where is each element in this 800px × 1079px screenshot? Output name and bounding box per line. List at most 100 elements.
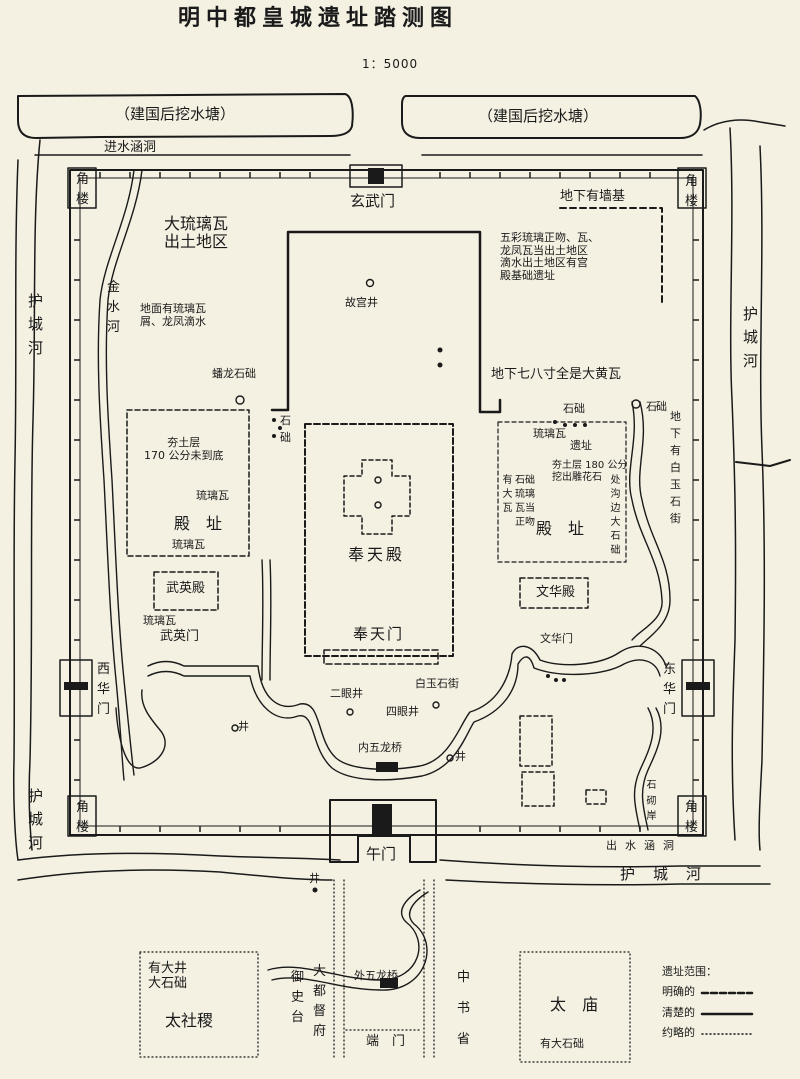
stone-label: 石	[646, 400, 657, 413]
wenhua-gate-label: 文华门	[540, 632, 573, 645]
stone-circle-right	[631, 399, 641, 409]
stone-dot-8	[546, 674, 550, 678]
map-title: 明中都皇城遗址踏测图	[178, 6, 459, 31]
well-bridge-label: 井	[455, 750, 466, 763]
two-eye-well-label: 二眼井	[330, 687, 363, 700]
military-office-label: 大都督府	[312, 964, 326, 1040]
censorate-label: 御史台	[290, 970, 304, 1026]
glazed-tile-wuying: 琉璃瓦	[143, 614, 176, 627]
palace-well-label: 故宫井	[345, 296, 378, 309]
golden-river-left	[97, 169, 143, 781]
glazed-tile-right: 琉璃瓦	[533, 427, 566, 440]
west-stream	[261, 559, 272, 681]
four-eye-well-circle	[432, 701, 440, 709]
base-label: 础	[656, 400, 667, 413]
left-palace-site	[126, 409, 250, 557]
stone-dot-3	[272, 434, 276, 438]
wall-ticks	[74, 172, 699, 832]
wu-gate-shape	[329, 799, 437, 863]
fengtian-gate-label: 奉天门	[353, 625, 405, 643]
moat-left	[12, 139, 41, 861]
pond-left	[17, 93, 354, 139]
corner-tower-nw-label: 角楼	[75, 172, 89, 208]
four-eye-well-label: 四眼井	[386, 705, 419, 718]
left-palace-site-label: 殿 址	[174, 514, 223, 533]
pond-right-label: （建国后挖水塘）	[478, 107, 599, 125]
big-well-label: 有大井 大石础	[148, 961, 188, 991]
pond-right	[401, 95, 702, 139]
south-road-right	[423, 879, 435, 1061]
fengtian-hall-label: 奉天殿	[348, 545, 406, 564]
well-dot-palace	[437, 347, 443, 353]
corner-tower-nw	[67, 167, 97, 209]
fengtian-inner-circle-1	[374, 476, 382, 484]
xuanwu-gate-bars	[368, 168, 384, 184]
inner-river	[147, 645, 667, 770]
outer-bridge-bars	[380, 978, 398, 988]
white-jade-street-label: 白玉石街	[415, 677, 459, 690]
legend-distinct: 清楚的	[662, 1006, 695, 1019]
moat-right-label: 护城河	[743, 305, 759, 370]
river-bend-left	[115, 689, 166, 769]
golden-river-label: 金水河	[106, 280, 120, 336]
east-hua-gate-shape	[681, 659, 715, 717]
corner-tower-ne-label: 角楼	[684, 174, 698, 210]
stone-base-right-label: 石础	[563, 402, 585, 415]
moat-bottom-label: 护城河	[620, 865, 720, 883]
white-jade-underground-label: 地下有白玉石街	[670, 410, 681, 526]
stone-base-dots-left	[272, 418, 276, 422]
stone-dot-5	[563, 423, 567, 427]
yellow-tiles-label: 地下七八寸全是大黄瓦	[491, 367, 622, 382]
coiled-dragon-circle	[235, 395, 245, 405]
well-circle-sw	[231, 724, 239, 732]
stone-dot-10	[562, 678, 566, 682]
well-south-label: 井	[309, 872, 320, 885]
corner-tower-se-label: 角楼	[684, 800, 698, 836]
west-gate-bars	[64, 682, 88, 690]
right-site-label: 遗址	[570, 439, 592, 452]
right-river	[629, 401, 671, 831]
xuanwu-gate-label: 玄武门	[350, 192, 396, 210]
outer-bridge-label: 外五龙桥	[354, 969, 398, 982]
pond-left-label: （建国后挖水塘）	[115, 105, 236, 123]
corner-tower-sw-label: 角楼	[75, 800, 89, 836]
well-circle-bridge	[446, 754, 454, 762]
wuying-gate-label: 武英门	[160, 629, 200, 644]
rammed-right-label: 夯土层 180 公分 挖出雕花石	[552, 460, 628, 483]
xuanwu-gate-shape	[349, 164, 403, 188]
corner-tower-ne	[677, 167, 707, 209]
right-palace-site-label: 殿 址	[536, 519, 585, 538]
glazed-tile-left-2: 琉璃瓦	[172, 538, 205, 551]
small-site-3	[585, 789, 607, 805]
wu-gate-label: 午门	[366, 845, 397, 863]
corner-tower-sw	[67, 795, 97, 837]
ground-glazed-label: 地面有琉璃瓦 屑、龙凤滴水	[140, 302, 206, 328]
wenhua-hall-outline	[519, 577, 589, 609]
wuying-hall-label: 武英殿	[166, 581, 206, 596]
moat-right	[703, 119, 786, 851]
underground-wall-line	[559, 207, 663, 306]
legend-title: 遗址范围：	[662, 965, 717, 978]
fengtian-inner-circle-2	[374, 501, 382, 509]
east-gate-bars	[686, 682, 710, 690]
right-glazed-col1: 有大瓦	[502, 475, 513, 514]
duan-gate-label: 端 门	[366, 1034, 406, 1049]
east-hua-gate-label: 东华门	[662, 662, 676, 718]
well-sw-label: 井	[238, 720, 249, 733]
stone-dot-2	[278, 426, 282, 430]
well-dot-south	[312, 887, 318, 893]
altar-label: 太社稷	[165, 1011, 214, 1030]
secretariat-label: 中书省	[456, 970, 470, 1048]
moat-right-branch	[735, 459, 791, 467]
legend-approx: 约略的	[662, 1026, 695, 1039]
two-eye-well-circle	[346, 708, 354, 716]
fengtian-gate-outline	[323, 649, 439, 665]
outlet-label: 出水涵洞	[606, 839, 682, 852]
temple-label: 太 庙	[550, 995, 599, 1014]
moat-left-lower-label: 护城河	[28, 787, 44, 852]
glazed-area-label: 大琉璃瓦 出土地区	[164, 214, 229, 252]
wu-gate-bars	[372, 804, 392, 834]
small-site-2	[521, 771, 555, 807]
